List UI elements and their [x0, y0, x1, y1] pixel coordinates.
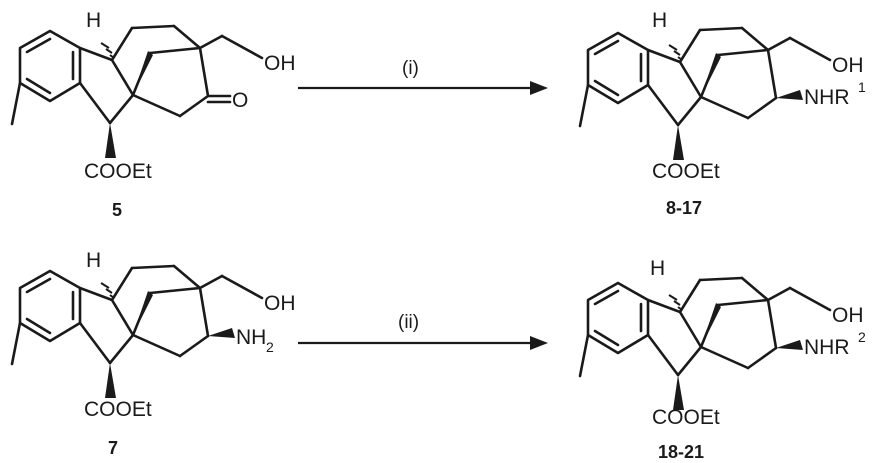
hydroxyl-label: OH — [264, 52, 296, 75]
carbonyl-oxygen-label: O — [232, 89, 248, 112]
compound-5: O H OH COOEt 5 — [10, 9, 296, 220]
reaction-arrow-2: (ii) — [298, 312, 548, 350]
compound-8-17: H OH NHR 1 COOEt 8-17 — [578, 9, 866, 218]
compound-18-21: H OH NHR 2 COOEt 18-21 — [578, 257, 866, 462]
stereo-hydrogen-label: H — [652, 9, 667, 32]
hydroxyl-label: OH — [832, 54, 864, 77]
compound-number: 8-17 — [666, 198, 702, 218]
stereo-hydrogen-label: H — [86, 249, 101, 272]
stereo-hydrogen-label: H — [650, 257, 665, 280]
ester-label: COOEt — [652, 160, 720, 183]
amine-superscript: 2 — [858, 329, 866, 345]
compound-number: 18-21 — [658, 442, 704, 462]
reaction-condition: (ii) — [398, 312, 419, 333]
stereo-hydrogen-label: H — [86, 9, 101, 32]
ester-label: COOEt — [652, 406, 720, 429]
ester-label: COOEt — [84, 398, 152, 421]
ester-label: COOEt — [84, 160, 152, 183]
amine-superscript: 1 — [858, 79, 866, 95]
reaction-arrow-1: (i) — [298, 58, 548, 95]
reaction-condition: (i) — [402, 58, 419, 79]
hydroxyl-label: OH — [264, 292, 296, 315]
amine-subscript: 2 — [266, 339, 274, 355]
compound-number: 5 — [112, 200, 122, 220]
compound-number: 7 — [108, 438, 118, 458]
compound-7: H OH NH 2 COOEt 7 — [10, 249, 296, 458]
amine-label: NH — [236, 326, 266, 349]
amine-label: NHR — [804, 86, 850, 109]
hydroxyl-label: OH — [832, 304, 864, 327]
amine-label: NHR — [804, 336, 850, 359]
